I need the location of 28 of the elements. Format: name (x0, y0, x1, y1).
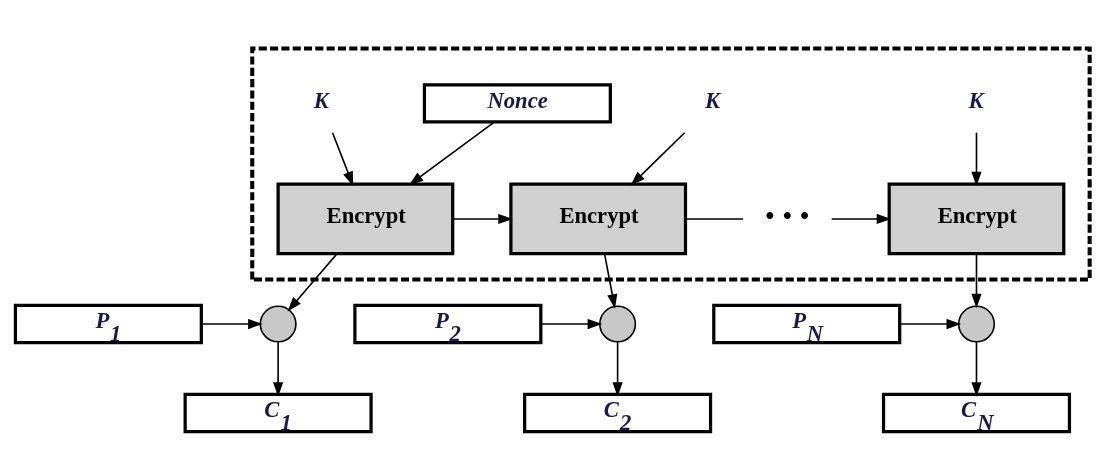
arrow (612, 341, 623, 397)
node-text: • • • (764, 200, 810, 233)
arrow (408, 121, 496, 186)
node-text: K (704, 87, 720, 113)
arrow (273, 341, 284, 397)
arrow (630, 131, 686, 186)
arrow (830, 213, 892, 225)
node-box: Nonce (422, 83, 612, 124)
connector (685, 218, 744, 220)
node-circle (599, 305, 637, 343)
arrow (971, 253, 982, 309)
arrow (287, 253, 338, 312)
node-text: K (313, 87, 329, 113)
node-box: Encrypt (276, 182, 455, 256)
arrow (603, 253, 618, 309)
arrow (452, 213, 513, 225)
arrow (971, 341, 982, 397)
arrow (540, 318, 603, 330)
node-circle (957, 305, 996, 343)
cluster (250, 46, 1092, 282)
arrow (899, 318, 962, 330)
arrow (331, 131, 354, 187)
arrow (971, 131, 982, 187)
node-box: Encrypt (509, 182, 688, 256)
node-circle (259, 305, 297, 343)
node-box: Encrypt (887, 182, 1066, 256)
arrow (201, 318, 263, 330)
node-text: K (968, 87, 984, 113)
